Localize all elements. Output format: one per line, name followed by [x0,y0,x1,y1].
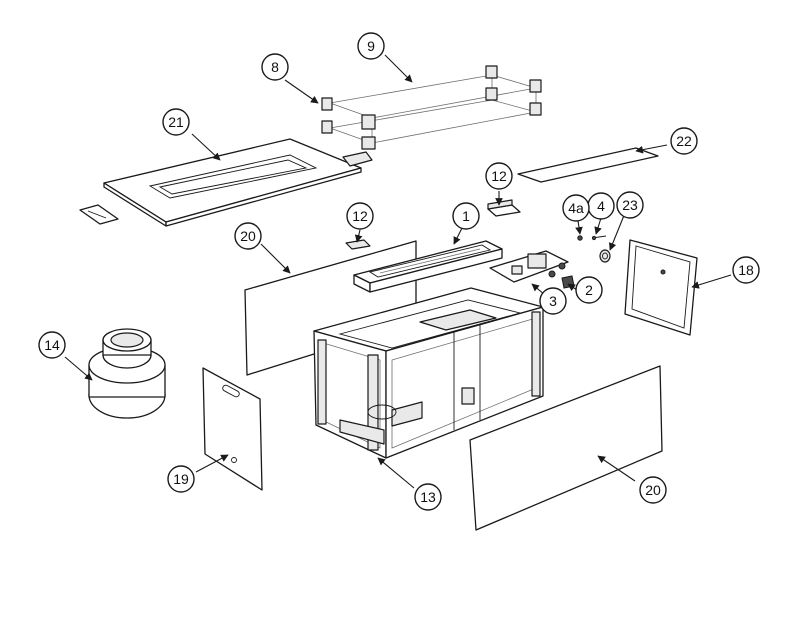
part-panel-strip [517,147,659,183]
leader-lines [64,54,732,489]
part-main-frame [313,287,544,459]
callout-22-label: 22 [676,133,692,149]
part-small-fittings [577,235,607,241]
callout-22: 22 [670,127,698,155]
callout-8-label: 8 [271,59,279,75]
part-corner-brackets [321,65,542,150]
callout-13: 13 [414,483,442,511]
part-control-plate [489,250,569,283]
callout-14-label: 14 [44,337,60,353]
callout-12-left: 12 [346,202,374,230]
callout-8: 8 [261,53,289,81]
part-glass-wind-guard [328,74,537,144]
callout-2-label: 2 [585,282,593,298]
part-top-tray [79,138,373,227]
callout-2: 2 [575,276,603,304]
callout-4-label: 4 [597,198,605,214]
callout-18-label: 18 [738,262,754,278]
callout-1: 1 [452,202,480,230]
callout-14: 14 [38,331,66,359]
callout-21-label: 21 [168,114,184,130]
callout-19-label: 19 [173,471,189,487]
callout-18: 18 [732,256,760,284]
callout-12-left-label: 12 [352,208,368,224]
callout-20-left-label: 20 [240,228,256,244]
callout-9: 9 [357,32,385,60]
callout-3: 3 [539,287,567,315]
callout-9-label: 9 [367,38,375,54]
part-front-panel [469,365,663,531]
part-knob [599,249,611,263]
callout-3-label: 3 [549,293,557,309]
callout-23-label: 23 [622,197,638,213]
part-side-door [202,367,263,491]
callout-12-right-label: 12 [491,168,507,184]
part-block-right [487,199,521,217]
callout-13-label: 13 [420,489,436,505]
callout-21: 21 [162,108,190,136]
callout-4a: 4a [562,194,590,222]
part-burner-pan [353,240,503,293]
part-access-door [624,239,698,336]
callout-19: 19 [167,465,195,493]
part-gas-tank [88,328,166,419]
callout-23: 23 [616,191,644,219]
part-block-left [345,239,371,250]
callout-12-right: 12 [485,162,513,190]
callout-4a-label: 4a [568,200,584,216]
callout-1-label: 1 [462,208,470,224]
callout-4: 4 [587,192,615,220]
callout-20-right: 20 [639,476,667,504]
callout-20-left: 20 [234,222,262,250]
callout-20-right-label: 20 [645,482,661,498]
